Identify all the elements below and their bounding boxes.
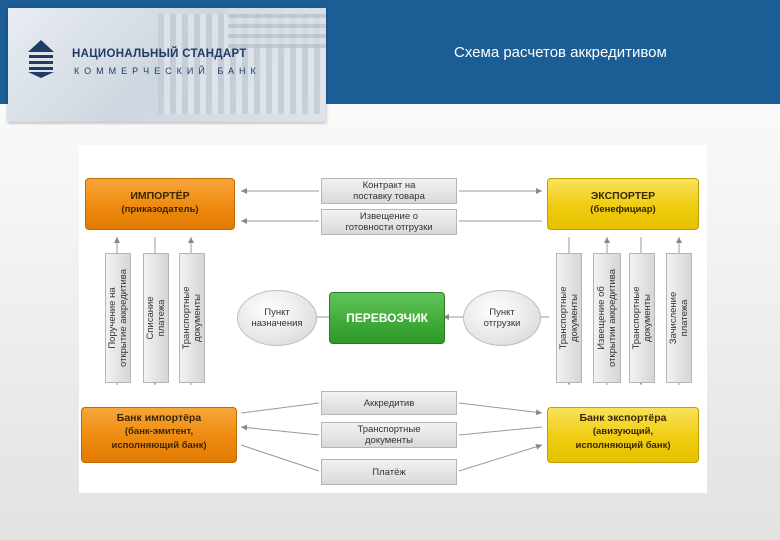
- left-bar-1-text: Поручение на открытие аккредитива: [107, 269, 129, 367]
- left-bar-2-line1: Списание: [145, 296, 156, 340]
- right-bar-lc-notice: Извещение об открытии аккредитива: [593, 253, 621, 383]
- shipment-line1: Пункт: [489, 307, 515, 318]
- left-bar-3-text: Транспортные документы: [181, 286, 203, 349]
- left-bar-1-line2: открытие аккредитива: [118, 269, 129, 367]
- letter-of-credit-diagram: ИМПОРТЁР (приказодатель) ЭКСПОРТЕР (бене…: [79, 145, 707, 493]
- right-bar-transport-docs-1: Транспортные документы: [556, 253, 582, 383]
- importer-bank-sub1: (банк-эмитент,: [124, 426, 194, 437]
- flow-shipment-notice: Извещение о готовности отгрузки: [321, 209, 457, 235]
- left-bar-1-line1: Поручение на: [107, 287, 118, 349]
- exporter-subtitle: (бенефициар): [590, 204, 656, 215]
- importer-box: ИМПОРТЁР (приказодатель): [85, 178, 235, 230]
- flow-payment-line1: Платёж: [372, 466, 406, 478]
- destination-point: Пункт назначения: [237, 290, 317, 346]
- shipment-line2: отгрузки: [483, 318, 521, 329]
- right-bar-2-line1: Извещение об: [596, 286, 607, 350]
- shipment-point: Пункт отгрузки: [463, 290, 541, 346]
- left-bar-2-line2: платежа: [156, 299, 167, 337]
- right-bar-payment-credit: Зачисление платежа: [666, 253, 692, 383]
- arrow-docs-left: [240, 424, 320, 436]
- right-bar-1-line2: документы: [569, 294, 580, 342]
- flow-contract-line2: поставку товара: [353, 191, 425, 202]
- flow-docs-line1: Транспортные: [357, 424, 421, 435]
- flow-contract: Контракт на поставку товара: [321, 178, 457, 204]
- left-bar-3-line1: Транспортные: [181, 286, 192, 350]
- destination-line2: назначения: [251, 318, 303, 329]
- arrow-lc-left: [240, 402, 320, 414]
- flow-lc-line1: Аккредитив: [363, 397, 415, 409]
- flow-letter-of-credit: Аккредитив: [321, 391, 457, 415]
- right-bar-4-line1: Зачисление: [668, 291, 679, 345]
- right-bar-1-text: Транспортные документы: [558, 286, 580, 349]
- right-bar-3-line2: документы: [642, 294, 653, 342]
- left-bar-transport-docs: Транспортные документы: [179, 253, 205, 383]
- logo-line-2: КОММЕРЧЕСКИЙ БАНК: [74, 66, 261, 76]
- arrow-payment-right: [458, 443, 543, 472]
- exporter-bank-sub1: (авизующий,: [592, 426, 654, 437]
- flow-notice-line1: Извещение о: [359, 211, 419, 222]
- flow-payment: Платёж: [321, 459, 457, 485]
- exporter-title: ЭКСПОРТЕР: [590, 190, 656, 202]
- exporter-bank-box: Банк экспортёра (авизующий, исполняющий …: [547, 407, 699, 463]
- building-image-detail: [228, 8, 326, 48]
- right-bar-4-line2: платежа: [679, 299, 690, 337]
- exporter-bank-sub2: исполняющий банк): [575, 440, 671, 451]
- right-bar-3-text: Транспортные документы: [631, 286, 653, 349]
- importer-bank-sub2: исполняющий банк): [111, 440, 207, 451]
- slide-title: Схема расчетов аккредитивом: [454, 44, 667, 61]
- arrow-lc-right: [458, 402, 543, 416]
- logo-line-1: НАЦИОНАЛЬНЫЙ СТАНДАРТ: [72, 48, 247, 60]
- right-bar-1-line1: Транспортные: [558, 286, 569, 350]
- bank-logo-banner: НАЦИОНАЛЬНЫЙ СТАНДАРТ КОММЕРЧЕСКИЙ БАНК: [8, 8, 326, 122]
- importer-bank-title: Банк импортёра: [116, 412, 202, 424]
- destination-line1: Пункт: [264, 307, 290, 318]
- importer-bank-box: Банк импортёра (банк-эмитент, исполняющи…: [81, 407, 237, 463]
- right-bar-transport-docs-2: Транспортные документы: [629, 253, 655, 383]
- importer-subtitle: (приказодатель): [121, 204, 199, 215]
- right-bar-2-text: Извещение об открытии аккредитива: [596, 269, 618, 367]
- bank-emblem-icon: [28, 40, 54, 78]
- arrow-payment-left: [240, 444, 320, 472]
- left-bar-lc-order: Поручение на открытие аккредитива: [105, 253, 131, 383]
- carrier-title: ПЕРЕВОЗЧИК: [346, 311, 428, 325]
- flow-transport-docs: Транспортные документы: [321, 422, 457, 448]
- flow-notice-line2: готовности отгрузки: [345, 222, 433, 233]
- carrier-box: ПЕРЕВОЗЧИК: [329, 292, 445, 344]
- flow-docs-line2: документы: [365, 435, 413, 446]
- right-bar-3-line1: Транспортные: [631, 286, 642, 350]
- left-bar-2-text: Списание платежа: [145, 296, 167, 339]
- importer-title: ИМПОРТЁР: [130, 190, 190, 202]
- right-bar-2-line2: открытии аккредитива: [607, 269, 618, 367]
- left-bar-3-line2: документы: [192, 294, 203, 342]
- flow-contract-line1: Контракт на: [362, 180, 416, 191]
- exporter-box: ЭКСПОРТЕР (бенефициар): [547, 178, 699, 230]
- exporter-bank-title: Банк экспортёра: [579, 412, 667, 424]
- left-bar-payment-debit: Списание платежа: [143, 253, 169, 383]
- arrow-docs-right: [458, 426, 543, 436]
- right-bar-4-text: Зачисление платежа: [668, 292, 690, 344]
